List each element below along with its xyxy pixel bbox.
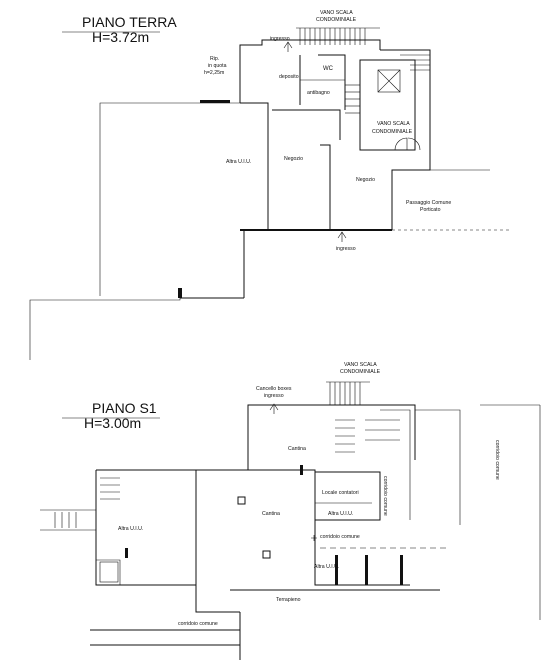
ground-floor-title: PIANO TERRA <box>82 14 177 30</box>
rip-label-1: Rip. <box>210 56 219 62</box>
basement-entrance-arrow <box>269 403 279 414</box>
entrance-arrow-bottom <box>337 231 347 242</box>
basement-title: PIANO S1 <box>92 400 157 416</box>
altra-uiu-left-label: Altra U.I.U. <box>118 526 143 532</box>
basement-floor-plan: PIANO S1 H=3.00m <box>40 362 541 660</box>
basement-height: H=3.00m <box>84 415 141 431</box>
ground-floor-plan: PIANO TERRA H=3.72m <box>29 10 510 360</box>
corridoio-bottom-label: corridoio comune <box>178 621 218 627</box>
cantina-south-wall <box>248 469 316 530</box>
stair-treads-right <box>345 54 430 114</box>
basement-stair-wall <box>340 404 416 460</box>
passaggio-label-1: Passaggio Comune <box>406 200 451 206</box>
altra-uiu-label: Altra U.I.U. <box>226 159 251 165</box>
stair-door-swing <box>394 137 408 151</box>
entrance-arrow-top <box>283 41 293 52</box>
stair-right-label-1: VANO SCALA <box>377 121 410 127</box>
altra-uiu-left-wall <box>95 470 196 586</box>
corridor-inner-line <box>380 409 411 520</box>
basement-stair-label-2: CONDOMINIALE <box>340 369 381 375</box>
pillar <box>262 550 271 559</box>
shop-partition-north <box>272 109 341 140</box>
partition-post <box>365 555 368 585</box>
negozio-left-label: Negozio <box>284 156 303 162</box>
bottom-corridor-wall <box>314 530 410 586</box>
ingresso-bottom-label: ingresso <box>336 246 356 252</box>
pillar <box>125 548 128 558</box>
stair-label-line2: CONDOMINIALE <box>316 17 357 23</box>
stair-right-label-2: CONDOMINIALE <box>372 129 413 135</box>
altra-uiu-left-box <box>99 561 119 583</box>
corridoio-vertical-small: corridoio comune <box>382 476 388 516</box>
altra-uiu-left-step <box>96 559 121 585</box>
wc-label: WC <box>323 66 334 72</box>
pillar <box>237 496 246 505</box>
basement-west-block <box>96 469 240 613</box>
site-boundary-left <box>29 296 181 360</box>
antibagno-label: antibagno <box>307 90 330 96</box>
altra-uiu-wall <box>240 102 269 230</box>
cantina-north-wall <box>196 404 340 471</box>
partition-post <box>400 555 403 585</box>
ground-floor-height: H=3.72m <box>92 29 149 45</box>
rip-label-2: in quota <box>208 63 227 69</box>
ground-north-wall <box>239 39 381 103</box>
partition-post <box>335 555 338 585</box>
stair-treads-top <box>296 27 380 45</box>
cantina-main-label: Cantina <box>262 511 280 517</box>
elevator-box <box>377 69 401 93</box>
corridor-east-line <box>415 409 461 525</box>
passaggio-label-2: Porticato <box>420 207 441 213</box>
basement-stair-treads <box>54 381 400 528</box>
wc-wall <box>318 54 346 110</box>
basement-stair-label-1: VANO SCALA <box>344 362 377 368</box>
deposito-label: deposito <box>279 74 299 80</box>
altra-uiu-bottom-label: Altra U.I.U. <box>314 564 339 570</box>
cancello-label-2: ingresso <box>264 393 284 399</box>
altra-uiu-small-label: Altra U.I.U. <box>328 511 353 517</box>
pillar <box>300 465 303 475</box>
corridor-marker <box>311 535 317 541</box>
negozio-right-label: Negozio <box>356 177 375 183</box>
cancello-label-1: Cancello boxes <box>256 386 292 392</box>
corridoio-mid-label: corridoio comune <box>320 534 360 540</box>
rip-label-3: h=2,25m <box>204 70 224 76</box>
shop-partition-jog <box>320 144 331 165</box>
stair-label-line1: VANO SCALA <box>320 10 353 16</box>
site-boundary-top-left <box>99 102 240 110</box>
corridoio-vertical-right: corridoio comune <box>494 440 500 480</box>
locale-contatori-box <box>315 471 381 521</box>
wall-segment <box>200 100 230 103</box>
locale-contatori-label: Locale contatori <box>322 490 359 496</box>
wall-pier <box>178 288 182 298</box>
ingresso-top-label: ingresso <box>270 36 290 42</box>
cantina-top-label: Cantina <box>288 446 306 452</box>
terrapieno-label: Terrapieno <box>276 597 301 603</box>
stair-box <box>359 59 416 151</box>
